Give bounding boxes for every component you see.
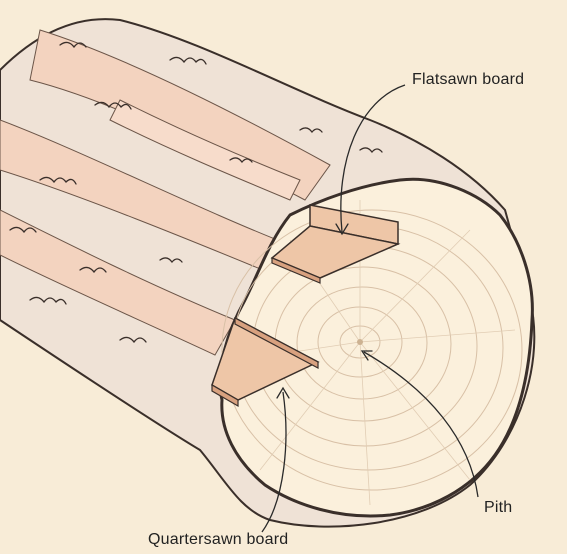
quartersawn-label: Quartersawn board <box>148 531 288 549</box>
flatsawn-label: Flatsawn board <box>412 71 524 89</box>
pith-label: Pith <box>484 499 512 517</box>
pith-mark <box>357 339 363 345</box>
